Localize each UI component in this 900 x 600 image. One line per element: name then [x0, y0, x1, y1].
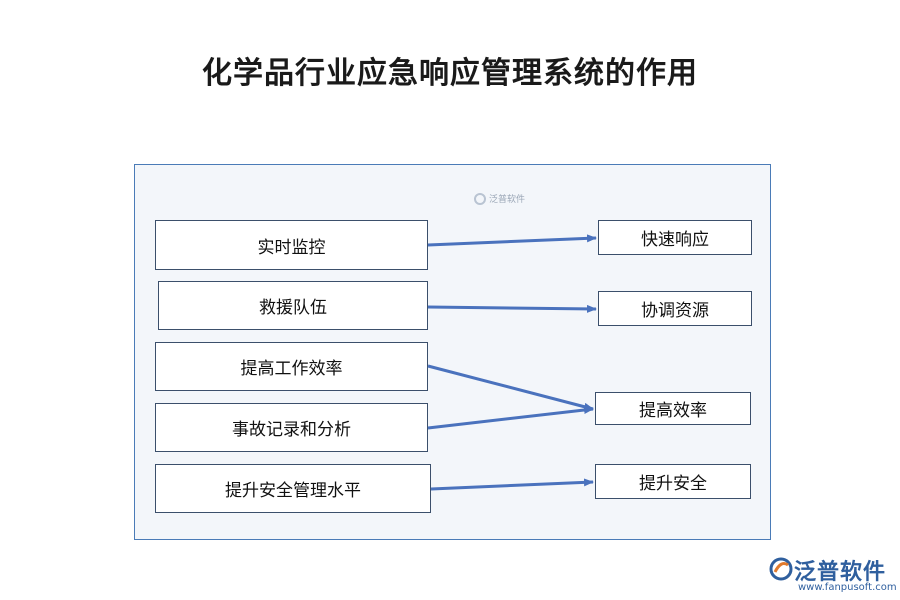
right-box-3: 提升安全 — [595, 464, 751, 499]
left-box-label: 实时监控 — [257, 237, 326, 258]
watermark: 泛普软件 — [474, 192, 525, 205]
watermark-text: 泛普软件 — [489, 195, 526, 205]
brand-name: 泛普软件 — [794, 560, 887, 585]
arrow-3 — [427, 406, 594, 430]
left-box-3: 事故记录和分析 — [155, 403, 428, 452]
brand-logo: 泛普软件 www.fanpusoft.com — [760, 552, 897, 598]
left-box-1: 救援队伍 — [158, 281, 428, 330]
right-box-label: 快速响应 — [641, 230, 709, 250]
right-box-label: 提高效率 — [639, 401, 707, 421]
left-box-4: 提升安全管理水平 — [155, 464, 431, 513]
arrow-2 — [427, 364, 594, 411]
left-box-0: 实时监控 — [155, 220, 428, 270]
right-box-1: 协调资源 — [598, 291, 752, 326]
right-box-label: 协调资源 — [641, 301, 709, 321]
left-box-label: 提升安全管理水平 — [225, 481, 361, 501]
right-box-0: 快速响应 — [598, 220, 752, 255]
brand-url: www.fanpusoft.com — [798, 582, 897, 593]
right-box-label: 提升安全 — [639, 474, 707, 494]
page-title: 化学品行业应急响应管理系统的作用 — [202, 56, 698, 91]
fanpu-logo-icon — [769, 557, 793, 581]
watermark-logo-icon — [474, 192, 486, 205]
left-box-label: 事故记录和分析 — [232, 420, 351, 440]
arrow-1 — [427, 304, 597, 313]
left-box-label: 提高工作效率 — [240, 359, 343, 379]
arrow-0 — [427, 234, 597, 247]
right-box-2: 提高效率 — [595, 392, 751, 425]
left-box-label: 救援队伍 — [259, 298, 327, 318]
left-box-2: 提高工作效率 — [155, 342, 428, 391]
arrow-4 — [430, 478, 594, 491]
